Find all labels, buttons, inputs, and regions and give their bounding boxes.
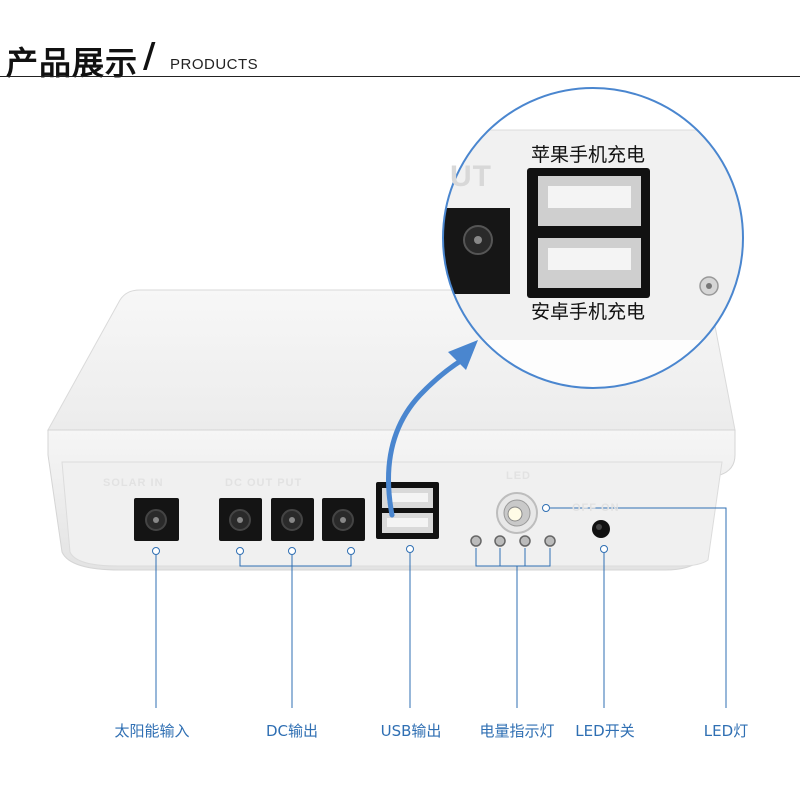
led-lamp	[496, 492, 538, 534]
callout-solar-input: 太阳能输入	[114, 722, 190, 740]
callout-led-light: LED灯	[703, 722, 749, 740]
callout-led-switch: LED开关	[575, 722, 635, 740]
header-divider	[0, 76, 800, 77]
battery-indicator-lights	[470, 535, 556, 547]
usb-port	[376, 482, 439, 539]
android-charging-label: 安卓手机充电	[531, 301, 646, 323]
zoom-inset	[442, 87, 744, 389]
page-title: 产品展示	[6, 44, 139, 82]
solar-in-embossed-label: SOLAR IN	[103, 477, 164, 489]
callout-dc-output: DC输出	[265, 722, 319, 740]
iphone-charging-label: 苹果手机充电	[531, 144, 646, 166]
dc-output-embossed-label: DC OUT PUT	[225, 477, 303, 489]
page-subtitle: PRODUCTS	[170, 56, 259, 73]
solar-in-port	[134, 498, 179, 541]
callout-usb-output: USB输出	[380, 722, 442, 740]
dc-out-port-2	[271, 498, 314, 541]
zoom-faded-text: UT	[450, 160, 492, 193]
switch-embossed-label: OFF ON	[572, 502, 620, 514]
dc-out-port-3	[322, 498, 365, 541]
zoom-arrow	[386, 340, 478, 518]
callout-battery-indicator: 电量指示灯	[479, 722, 555, 740]
page-header: 产品展示 / PRODUCTS	[0, 0, 800, 82]
callout-lines	[152, 504, 727, 708]
title-slash: /	[143, 36, 156, 76]
led-switch	[592, 520, 610, 538]
dc-out-port-1	[219, 498, 262, 541]
led-embossed-label: LED	[506, 470, 531, 482]
